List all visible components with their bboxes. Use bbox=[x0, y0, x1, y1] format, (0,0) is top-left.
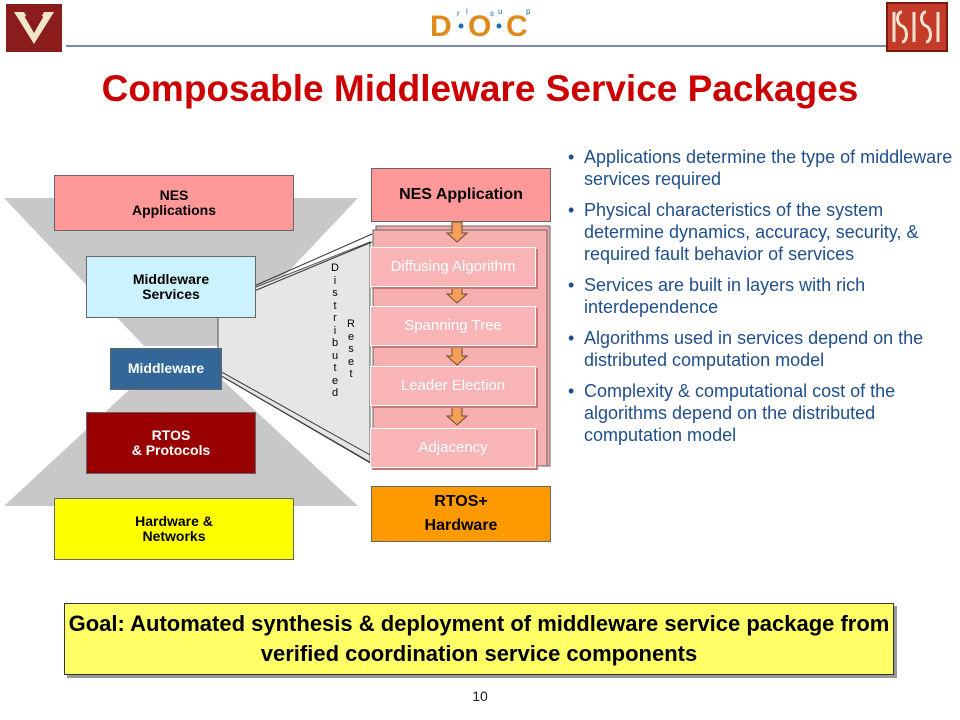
rtos-protocols-box: RTOS & Protocols bbox=[86, 412, 256, 474]
vertical-letter: e bbox=[331, 374, 339, 387]
vertical-letter: i bbox=[333, 324, 337, 337]
svg-text:D: D bbox=[430, 10, 452, 43]
vertical-letter: t bbox=[333, 362, 337, 374]
vertical-letter: e bbox=[347, 355, 355, 368]
isis-logo bbox=[886, 2, 948, 52]
nes-applications-box: NES Applications bbox=[54, 175, 294, 231]
diffusing-algorithm-box: Diffusing Algorithm bbox=[370, 247, 536, 287]
vertical-letter: i bbox=[333, 274, 337, 287]
header-rule bbox=[66, 45, 886, 47]
leader-election-box: Leader Election bbox=[370, 366, 536, 406]
hardware-networks-box: Hardware & Networks bbox=[54, 498, 294, 560]
spanning-tree-box: Spanning Tree bbox=[370, 306, 536, 346]
middleware-services-box: Middleware Services bbox=[86, 256, 256, 318]
goal-callout: Goal: Automated synthesis & deployment o… bbox=[64, 603, 894, 675]
vertical-letter: e bbox=[347, 330, 355, 343]
bullet-item: Complexity & computational cost of the a… bbox=[566, 380, 954, 446]
vertical-letter: t bbox=[333, 299, 337, 312]
svg-text:C: C bbox=[506, 10, 528, 43]
page-number: 10 bbox=[472, 688, 488, 704]
bullet-item: Physical characteristics of the system d… bbox=[566, 199, 954, 265]
doc-group-logo: D O C r i s u p bbox=[428, 4, 538, 44]
vertical-letter: s bbox=[332, 287, 338, 299]
vertical-letter: d bbox=[331, 387, 339, 399]
vertical-letter: s bbox=[348, 343, 354, 355]
svg-text:O: O bbox=[468, 10, 491, 43]
svg-text:r: r bbox=[457, 9, 460, 18]
slide-title: Composable Middleware Service Packages bbox=[101, 68, 859, 109]
svg-text:p: p bbox=[526, 7, 531, 16]
svg-text:u: u bbox=[498, 7, 502, 16]
vertical-letter: R bbox=[347, 318, 355, 330]
vertical-letter: b bbox=[331, 337, 339, 349]
rtos-hardware-box: RTOS+ Hardware bbox=[371, 486, 551, 542]
vertical-letter: r bbox=[333, 312, 337, 324]
vertical-letter: u bbox=[331, 349, 339, 362]
adjacency-box: Adjacency bbox=[370, 428, 536, 468]
bullet-item: Algorithms used in services depend on th… bbox=[566, 327, 954, 371]
middleware-box: Middleware bbox=[110, 348, 222, 390]
bullet-list: Applications determine the type of middl… bbox=[566, 146, 954, 455]
university-logo bbox=[6, 4, 62, 52]
nes-application-box: NES Application bbox=[371, 168, 551, 222]
svg-text:s: s bbox=[490, 9, 494, 18]
vertical-letter: t bbox=[349, 368, 353, 380]
bullet-item: Applications determine the type of middl… bbox=[566, 146, 954, 190]
svg-text:i: i bbox=[466, 7, 468, 16]
bullet-item: Services are built in layers with rich i… bbox=[566, 274, 954, 318]
vertical-letter: D bbox=[331, 262, 339, 274]
